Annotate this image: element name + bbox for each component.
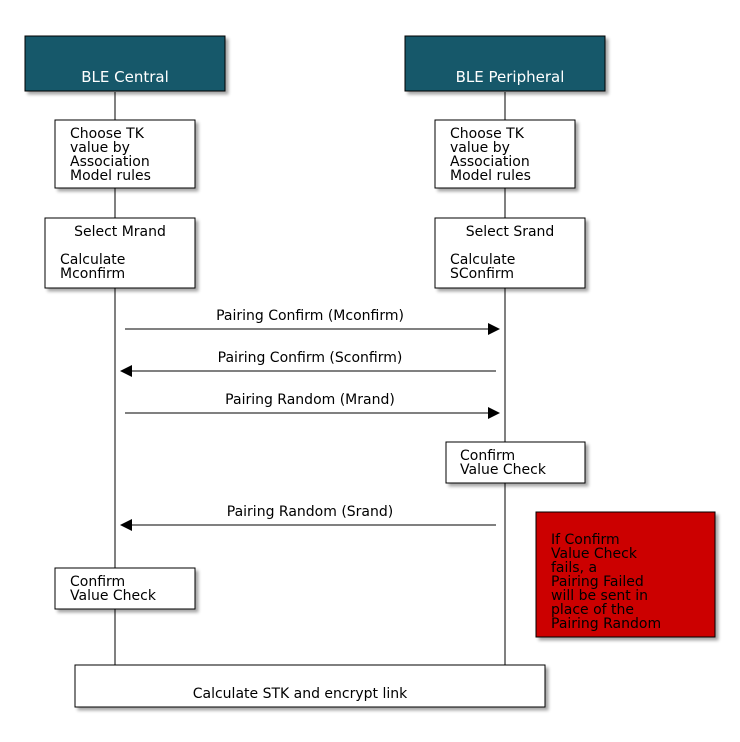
box-line: Calculate [450,252,515,268]
box-line: Value Check [70,588,157,604]
peripheral-choose-tk-box: Choose TK value by Association Model rul… [434,119,576,189]
note-line: fails, a [551,560,597,576]
message-pairing-random-s: Pairing Random (Srand) [120,504,496,531]
box-line: Association [70,154,150,170]
actor-central-label: BLE Central [81,68,169,86]
box-line: Model rules [70,168,151,184]
message-label: Pairing Random (Srand) [227,504,393,520]
actor-central: BLE Central [24,35,226,92]
peripheral-select-srand-box: Select Srand Calculate SConfirm [434,217,586,289]
box-line: Choose TK [70,126,145,142]
box-line: Mconfirm [60,266,125,282]
box-line: Select Mrand [74,224,166,240]
note-line: If Confirm [551,532,620,548]
final-step-box: Calculate STK and encrypt link [74,664,546,708]
box-line: Choose TK [450,126,525,142]
box-line: value by [450,140,510,156]
note-line: will be sent in [551,588,648,604]
final-step-label: Calculate STK and encrypt link [193,686,408,702]
actor-peripheral: BLE Peripheral [404,35,606,92]
box-line: Confirm [460,448,515,464]
central-choose-tk-box: Choose TK value by Association Model rul… [54,119,196,189]
warning-note: If Confirm Value Check fails, a Pairing … [535,511,716,638]
peripheral-confirm-check-box: Confirm Value Check [445,441,586,484]
message-pairing-confirm-s: Pairing Confirm (Sconfirm) [120,350,496,377]
note-line: place of the [551,602,634,618]
box-line: Select Srand [466,224,555,240]
message-label: Pairing Confirm (Mconfirm) [216,308,404,324]
box-line: SConfirm [450,266,514,282]
message-pairing-confirm-m: Pairing Confirm (Mconfirm) [125,308,500,335]
box-line: Association [450,154,530,170]
actor-peripheral-label: BLE Peripheral [456,68,565,86]
note-line: Pairing Random [551,616,661,632]
central-select-mrand-box: Select Mrand Calculate Mconfirm [44,217,196,289]
note-line: Pairing Failed [551,574,644,590]
message-label: Pairing Confirm (Sconfirm) [218,350,403,366]
note-line: Value Check [551,546,638,562]
box-line: value by [70,140,130,156]
message-label: Pairing Random (Mrand) [225,392,395,408]
central-confirm-check-box: Confirm Value Check [54,567,196,610]
message-pairing-random-m: Pairing Random (Mrand) [125,392,500,419]
box-line: Confirm [70,574,125,590]
box-line: Value Check [460,462,547,478]
box-line: Calculate [60,252,125,268]
box-line: Model rules [450,168,531,184]
